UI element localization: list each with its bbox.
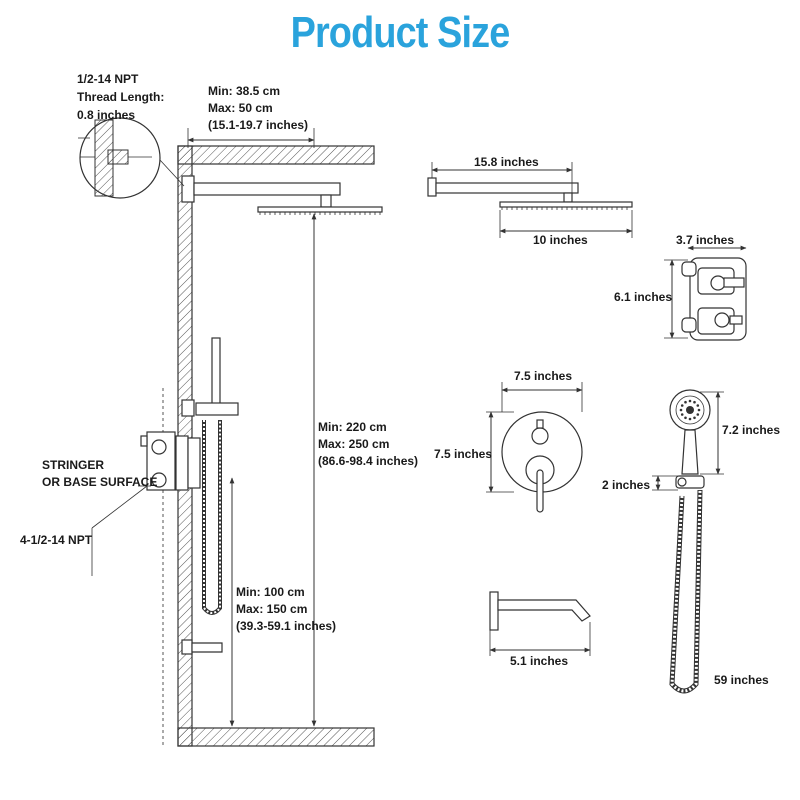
npt-thread-label-3: 0.8 inches — [77, 108, 135, 122]
spray-hole — [684, 400, 687, 404]
valve-depth-label: 3.7 inches — [676, 233, 734, 247]
spray-hole — [696, 404, 700, 407]
spray-hole — [696, 413, 700, 416]
wall-handheld-set — [181, 337, 239, 615]
wall-shower-arm — [181, 175, 383, 215]
valve-trim — [501, 411, 583, 513]
page-title: Product Size — [290, 8, 511, 57]
thread-detail-callout — [78, 117, 185, 199]
hose-length-label: 59 inches — [714, 673, 769, 687]
wall-tub-spout — [181, 639, 223, 655]
spray-hole — [693, 400, 696, 404]
spray-hole — [680, 404, 684, 407]
npt-thread-label-1: 1/2-14 NPT — [77, 72, 139, 86]
head-width-label: 10 inches — [533, 233, 588, 247]
arm-range-label-3: (15.1-19.7 inches) — [208, 118, 308, 132]
height-range-label-2: Max: 250 cm — [318, 437, 389, 451]
valve-height-label: 6.1 inches — [614, 290, 672, 304]
npt-thread-label-2: Thread Length: — [77, 90, 164, 104]
spout-length-label: 5.1 inches — [510, 654, 568, 668]
arm-range-label-1: Min: 38.5 cm — [208, 84, 280, 98]
spray-hole — [680, 413, 684, 416]
arm-range-label-2: Max: 50 cm — [208, 101, 273, 115]
spray-hole — [697, 408, 701, 412]
shower-arm-detail — [427, 177, 633, 210]
stringer-label-2: OR BASE SURFACE — [42, 475, 157, 489]
spray-hole — [688, 399, 692, 403]
handheld-shower — [669, 389, 711, 694]
arm-length-label: 15.8 inches — [474, 155, 539, 169]
spray-hole — [679, 408, 683, 412]
height-range-label-1: Min: 220 cm — [318, 420, 387, 434]
spray-hole — [688, 417, 692, 421]
spout-range-label-1: Min: 100 cm — [236, 585, 305, 599]
height-range-label-3: (86.6-98.4 inches) — [318, 454, 418, 468]
tub-spout-detail — [489, 591, 591, 631]
wall-valve — [140, 431, 201, 491]
npt-inlet-label: 4-1/2-14 NPT — [20, 533, 93, 547]
handheld-length-label: 7.2 inches — [722, 423, 780, 437]
stringer-label-1: STRINGER — [42, 458, 104, 472]
npt-leader — [91, 485, 148, 529]
holder-height-label: 2 inches — [602, 478, 650, 492]
rough-in-valve — [681, 257, 747, 341]
wall-section — [177, 145, 375, 747]
spray-hole — [684, 416, 687, 420]
spray-hole — [693, 416, 696, 420]
spout-range-label-3: (39.3-59.1 inches) — [236, 619, 336, 633]
trim-width-label: 7.5 inches — [514, 369, 572, 383]
trim-height-label: 7.5 inches — [434, 447, 492, 461]
spout-range-label-2: Max: 150 cm — [236, 602, 307, 616]
